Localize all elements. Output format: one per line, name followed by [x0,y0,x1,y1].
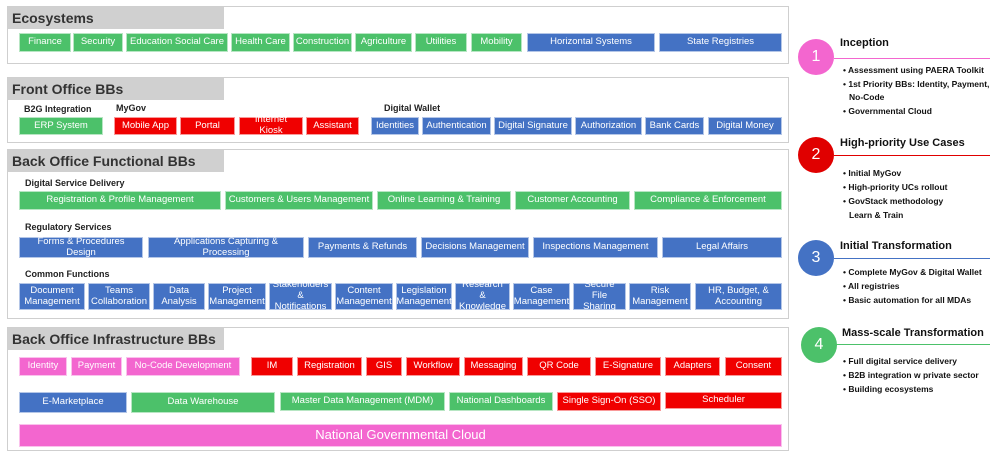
ecosystem-health-care[interactable]: Health Care [231,33,290,52]
phase-4-bullet: • Building ecosystems [843,384,934,394]
phase-2-bullet: • High-priority UCs rollout [843,182,948,192]
wallet-authentication[interactable]: Authentication [422,117,491,135]
phase-3-bullet: • All registries [843,281,900,291]
wallet-bank-cards[interactable]: Bank Cards [645,117,704,135]
phase-1-bullet: No-Code [849,92,885,102]
common-secure-file-sharing[interactable]: Secure File Sharing [573,279,626,312]
reg-forms-procedures[interactable]: Forms & Procedures Design [19,236,143,258]
infra-mdm[interactable]: Master Data Management (MDM) [280,392,445,411]
dsd-customers-users[interactable]: Customers & Users Management [225,191,373,210]
infra-e-marketplace[interactable]: E-Marketplace [19,392,127,413]
mygov-portal[interactable]: Portal [180,117,235,135]
reg-inspections-management[interactable]: Inspections Management [533,237,658,258]
subsection-mygov: MyGov [116,103,147,113]
reg-legal-affairs[interactable]: Legal Affairs [662,237,782,258]
phase-3-bullet: • Basic automation for all MDAs [843,295,972,305]
common-case-management[interactable]: Case Management [513,283,570,310]
infra-national-dashboards[interactable]: National Dashboards [449,392,553,411]
subsection-regulatory-services: Regulatory Services [25,222,112,232]
reg-decisions-management[interactable]: Decisions Management [421,237,529,258]
infra-e-signature[interactable]: E-Signature [595,357,661,376]
wallet-digital-signature[interactable]: Digital Signature [494,117,572,135]
phase-2-bullet: Learn & Train [849,210,904,220]
dsd-online-learning[interactable]: Online Learning & Training [377,191,511,210]
reg-applications-capturing[interactable]: Applications Capturing & Processing [148,236,304,258]
phase-4-circle: 4 [801,327,837,363]
common-research-knowledge[interactable]: Research & Knowledge [455,279,510,312]
subsection-b2g: B2G Integration [24,104,92,114]
section-title-infra: Back Office Infrastructure BBs [8,328,224,350]
common-content-management[interactable]: Content Management [335,283,393,310]
reg-payments-refunds[interactable]: Payments & Refunds [308,237,417,258]
infra-consent[interactable]: Consent [725,357,782,376]
mygov-mobile-app[interactable]: Mobile App [114,117,177,135]
infra-scheduler[interactable]: Scheduler [665,392,782,409]
phase-2-title: High-priority Use Cases [840,137,965,149]
common-teams-collaboration[interactable]: Teams Collaboration [88,283,150,310]
wallet-authorization[interactable]: Authorization [575,117,642,135]
infra-adapters[interactable]: Adapters [665,357,720,376]
common-hr-budget-accounting[interactable]: HR, Budget, & Accounting [695,283,782,310]
infra-registration[interactable]: Registration [297,357,362,376]
ecosystem-finance[interactable]: Finance [19,33,71,52]
infra-no-code-development[interactable]: No-Code Development [126,357,240,376]
phase-4-bullet: • B2B integration w private sector [843,370,979,380]
common-document-management[interactable]: Document Management [19,283,85,310]
dsd-registration-profile[interactable]: Registration & Profile Management [19,191,221,210]
wallet-identities[interactable]: Identities [371,117,419,135]
phase-1-bullet: • Governmental Cloud [843,106,932,116]
section-title-functional: Back Office Functional BBs [8,150,224,172]
common-stakeholders-notifications[interactable]: Stakeholders & Notifications [269,279,332,312]
infra-workflow[interactable]: Workflow [406,357,460,376]
phase-4-bullet: • Full digital service delivery [843,356,958,366]
infra-data-warehouse[interactable]: Data Warehouse [131,392,275,413]
section-title-front-office: Front Office BBs [8,78,224,100]
infra-gis[interactable]: GIS [366,357,402,376]
common-project-management[interactable]: Project Management [208,283,266,310]
infra-identity[interactable]: Identity [19,357,67,376]
ecosystem-mobility[interactable]: Mobility [471,33,522,52]
phase-4-title: Mass-scale Transformation [842,327,984,339]
wallet-digital-money[interactable]: Digital Money [708,117,782,135]
common-risk-management[interactable]: Risk Management [629,283,691,310]
infra-payment[interactable]: Payment [71,357,122,376]
infra-messaging[interactable]: Messaging [464,357,523,376]
infra-qr-code[interactable]: QR Code [527,357,591,376]
phase-1-title: Inception [840,37,889,49]
phase-2-bullet: • GovStack methodology [843,196,944,206]
subsection-digital-wallet: Digital Wallet [384,103,441,113]
ecosystem-agriculture[interactable]: Agriculture [355,33,412,52]
ecosystem-horizontal-systems[interactable]: Horizontal Systems [527,33,655,52]
subsection-common-functions: Common Functions [25,269,110,279]
phase-1-bullet: • 1st Priority BBs: Identity, Payment, [843,79,990,89]
section-title-ecosystems: Ecosystems [8,7,224,29]
infra-im[interactable]: IM [251,357,293,376]
common-data-analysis[interactable]: Data Analysis [153,283,205,310]
ecosystem-utilities[interactable]: Utilities [415,33,467,52]
common-legislation-management[interactable]: Legislation Management [396,283,452,310]
phase-2-circle: 2 [798,137,834,173]
phase-3-bullet: • Complete MyGov & Digital Wallet [843,267,982,277]
phase-3-divider [834,258,990,259]
mygov-internet-kiosk[interactable]: Internet Kiosk [239,114,303,136]
infra-national-governmental-cloud[interactable]: National Governmental Cloud [19,424,782,447]
mygov-assistant[interactable]: Assistant [306,117,359,135]
ecosystem-construction[interactable]: Construction [293,33,352,52]
b2g-erp-system[interactable]: ERP System [19,117,103,135]
ecosystem-education[interactable]: Education Social Care [126,33,228,52]
phase-2-bullet: • Initial MyGov [843,168,902,178]
phase-3-title: Initial Transformation [840,240,952,252]
phase-1-divider [834,58,990,59]
ecosystem-state-registries[interactable]: State Registries [659,33,782,52]
phase-4-divider [834,344,990,345]
phase-2-divider [834,155,990,156]
phase-1-bullet: • Assessment using PAERA Toolkit [843,65,984,75]
phase-1-circle: 1 [798,39,834,75]
ecosystem-security[interactable]: Security [73,33,123,52]
dsd-compliance-enforcement[interactable]: Compliance & Enforcement [634,191,782,210]
infra-sso[interactable]: Single Sign-On (SSO) [557,392,661,411]
phase-3-circle: 3 [798,240,834,276]
dsd-customer-accounting[interactable]: Customer Accounting [515,191,630,210]
subsection-digital-service-delivery: Digital Service Delivery [25,178,125,188]
